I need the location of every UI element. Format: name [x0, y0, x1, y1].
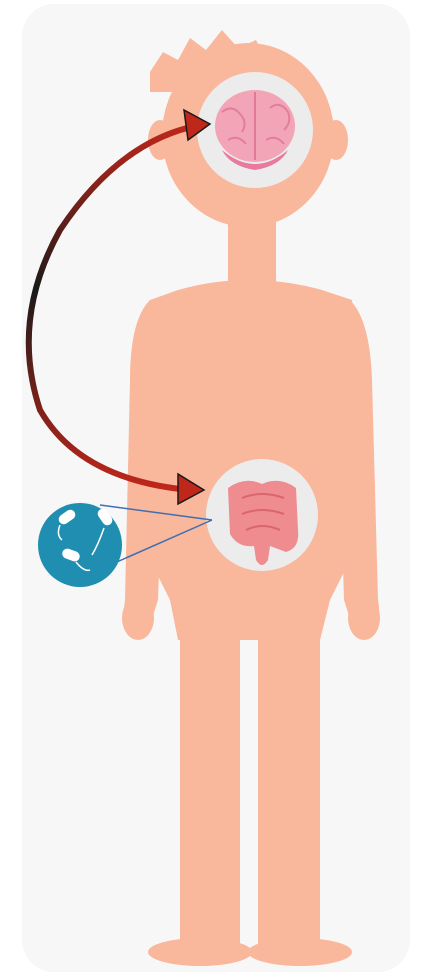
right-foot	[248, 938, 352, 966]
right-ear	[324, 120, 348, 160]
neck	[228, 210, 276, 290]
right-hand	[348, 596, 380, 640]
left-foot	[148, 938, 252, 966]
torso	[145, 280, 357, 640]
left-leg	[180, 620, 240, 950]
bacteria-icon	[38, 503, 122, 587]
right-leg	[258, 620, 320, 950]
left-hand	[122, 596, 154, 640]
right-arm	[338, 300, 379, 630]
intestine-icon	[206, 459, 318, 571]
brain-icon	[197, 72, 313, 188]
